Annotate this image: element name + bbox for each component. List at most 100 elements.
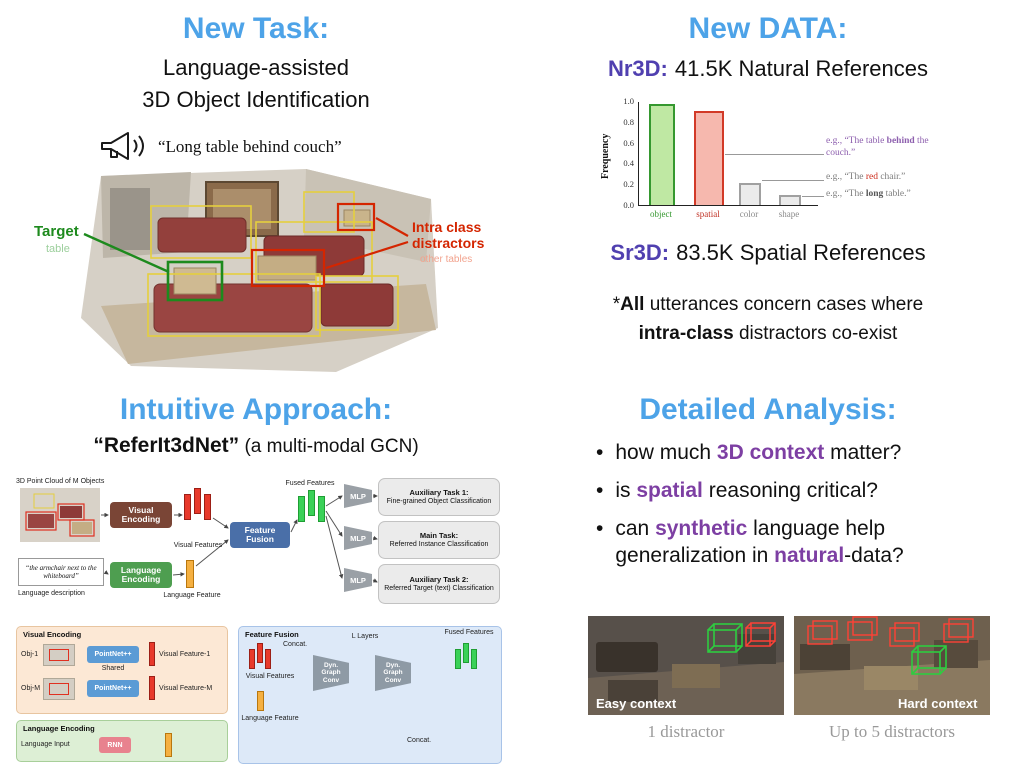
hard-caption: Up to 5 distractors: [828, 722, 956, 741]
chart-bar-spatial: [694, 111, 724, 205]
visual-features-label: Visual Features: [173, 542, 223, 549]
objm-label: Obj-M: [21, 685, 41, 692]
bullet-1-post: matter?: [824, 441, 902, 464]
visual-encoding-panel: Visual Encoding Obj-1 PointNet++ Visual …: [16, 626, 228, 714]
bullet-1-text: how much 3D context matter?: [615, 440, 901, 467]
ff-fused-features-label: Fused Features: [444, 629, 494, 636]
sr3d-desc: 83.5K Spatial References: [676, 240, 926, 265]
target-label: Target: [34, 223, 79, 240]
chart-category-spatial: spatial: [696, 209, 720, 219]
pointnet-box-2: PointNet++: [87, 680, 139, 697]
chart-ytick: 0.4: [623, 158, 634, 169]
language-feature-bar: [186, 560, 194, 588]
language-input-label: Language Input: [21, 741, 70, 748]
fused-feature-bar: [318, 496, 325, 522]
section-new-data: New DATA: Nr3D:41.5K Natural References …: [512, 0, 1024, 384]
visual-feature-m-bar: [149, 676, 155, 700]
distractor-label-line2: distractors: [412, 235, 485, 251]
bullet-1-pre: how much: [615, 441, 717, 464]
chart-ytick: 0.0: [623, 200, 634, 210]
objm-bounding-box: [49, 683, 69, 695]
nr3d-line: Nr3D:41.5K Natural References: [512, 56, 1024, 82]
target-box: [166, 260, 224, 302]
bullet-3d-context: • how much 3D context matter?: [596, 440, 1008, 467]
chart-annotation-1: e.g., “The table behind the couch.”: [826, 136, 929, 158]
hard-distractor-boxes: [807, 616, 974, 647]
distractor-boxes: [250, 202, 376, 288]
bullet-3-pre: can: [615, 516, 656, 540]
sr3d-name: Sr3D:: [610, 240, 670, 265]
nr3d-name: Nr3D:: [607, 56, 668, 81]
visual-feature-m-label: Visual Feature-M: [159, 685, 213, 692]
easy-context-label: Easy context: [596, 696, 677, 711]
annotation-line-2: [762, 180, 824, 181]
visual-feature-bar: [194, 488, 201, 514]
bullet-3-keyword-1: synthetic: [655, 516, 748, 540]
megaphone-icon: [101, 132, 144, 160]
ff-language-bar: [257, 691, 264, 711]
section-approach: Intuitive Approach: “ReferIt3dNet” (a mu…: [0, 384, 512, 768]
ff-fused-bar: [455, 649, 461, 669]
dataset-note: *All utterances concern cases where intr…: [512, 290, 1024, 349]
task3-title: Auxiliary Task 2:: [409, 574, 469, 584]
ff-visual-bar: [257, 643, 263, 663]
new-task-subtitle-line1: Language-assisted: [163, 55, 349, 80]
ff-language-feature-label: Language Feature: [241, 715, 299, 722]
visual-feature-bar: [204, 494, 211, 520]
visual-feature-bar: [184, 494, 191, 520]
fused-feature-bar: [298, 496, 305, 522]
ff-visual-bar: [265, 649, 271, 669]
language-encoding-box: Language Encoding: [110, 562, 172, 588]
visual-feature-1-bar: [149, 642, 155, 666]
language-encoding-panel-title: Language Encoding: [23, 724, 95, 733]
bullet-3-mid: language help generalization in: [615, 516, 886, 567]
chart-ytick: 0.8: [623, 116, 634, 127]
ff-visual-features-label: Visual Features: [245, 673, 295, 680]
section-new-task: New Task: Language-assisted 3D Object Id…: [0, 0, 512, 384]
ff-fused-bar: [463, 643, 469, 663]
chart-plot: [638, 102, 818, 206]
concat-label-2: Concat.: [407, 737, 432, 744]
quote-text: “Long table behind couch”: [158, 137, 342, 156]
bullet-2-keyword: spatial: [636, 478, 703, 502]
note-line-1: *All utterances concern cases where: [512, 290, 1024, 319]
note-star: *: [612, 294, 621, 315]
task3-subtitle: Referred Target (text) Classification: [384, 584, 494, 592]
shared-label: Shared: [101, 665, 125, 672]
chart-bar-color: [739, 183, 761, 205]
bullet-synthetic: • can synthetic language help generaliza…: [596, 516, 1008, 570]
chart-category-object: object: [650, 209, 672, 219]
architecture-diagram: 3D Point Cloud of M Objects Visual Encod…: [16, 478, 502, 766]
l-layers-label: L Layers: [351, 633, 379, 640]
task2-subtitle: Referred Instance Classification: [389, 540, 489, 548]
feature-fusion-box: Feature Fusion: [230, 522, 290, 548]
fused-feature-bar: [308, 490, 315, 516]
annotation-line-1: [725, 154, 824, 155]
easy-target-box: [707, 623, 743, 653]
chart-annotation-3: e.g., “The long table.”: [826, 189, 911, 199]
task1-subtitle: Fine-grained Object Classification: [386, 497, 492, 505]
easy-distractor-box: [745, 622, 776, 647]
annotation-line-3: [802, 196, 824, 197]
bullet-dot: •: [596, 516, 604, 540]
hard-context-figure: Hard context: [794, 616, 990, 715]
chart-ytick: 1.0: [623, 96, 634, 106]
new-task-subtitle: Language-assisted 3D Object Identificati…: [0, 52, 512, 116]
pointcloud-thumbnail: [20, 488, 100, 542]
hard-target-box: [911, 645, 947, 675]
nr3d-desc: 41.5K Natural References: [674, 56, 929, 81]
concat-label-1: Concat.: [283, 641, 308, 648]
distractor-pointer-lines: [325, 217, 409, 270]
dyn-graph-conv-1: Dyn. Graph Conv: [313, 655, 349, 691]
task1-title: Auxiliary Task 1:: [409, 487, 469, 497]
target-pointer-line: [83, 232, 170, 274]
bullet-dot: •: [596, 478, 604, 502]
visual-encoding-panel-title: Visual Encoding: [23, 630, 82, 639]
hard-context-image: Hard context: [794, 616, 990, 720]
sr3d-line: Sr3D:83.5K Spatial References: [512, 240, 1024, 266]
scene-yellow-boxes: [147, 191, 399, 337]
bullet-3-text: can synthetic language help generalizati…: [615, 516, 1008, 570]
